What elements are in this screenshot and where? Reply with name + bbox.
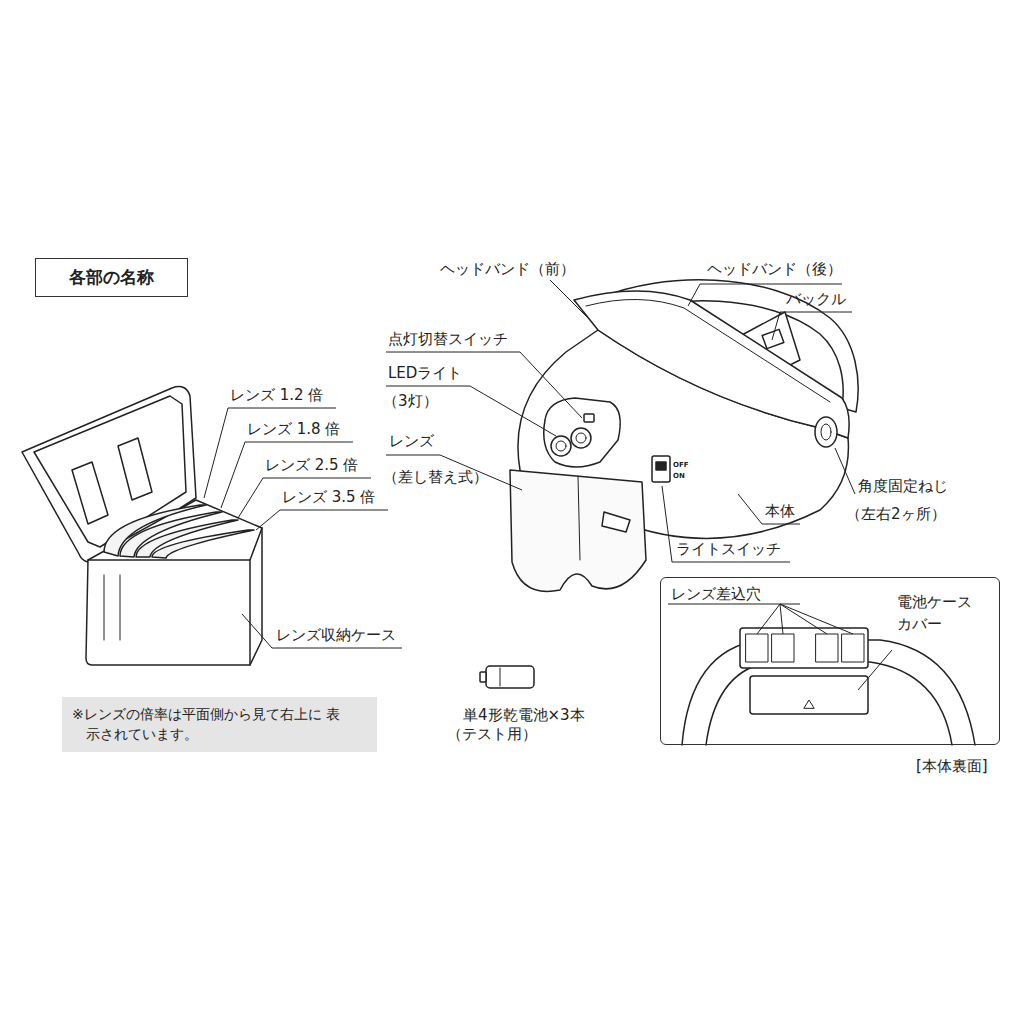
part-label: レンズ収納ケース: [276, 626, 396, 644]
head-magnifier: [510, 280, 858, 592]
part-label: レンズ 1.8 倍: [247, 420, 340, 438]
node-text: ※レンズの倍率は平面側から見て右上に 表示されています。: [72, 704, 348, 745]
part-label: LEDライト: [388, 364, 462, 382]
part-label: 角度固定ねじ: [858, 477, 948, 495]
node-text: [本体裏面]: [916, 756, 988, 778]
inset-panel: レンズ差込穴電池ケース カバー[本体裏面]: [660, 577, 1000, 745]
node-text: 各部の名称: [69, 265, 154, 290]
part-label: OFF: [673, 461, 689, 469]
part-label: バックル: [786, 290, 846, 308]
part-label: ライトスイッチ: [676, 540, 781, 558]
heading-box: 各部の名称: [35, 258, 188, 297]
part-label: （テスト用）: [447, 725, 537, 743]
part-label: （左右2ヶ所）: [846, 505, 946, 523]
lens-case: [22, 387, 262, 665]
part-label: 点灯切替スイッチ: [388, 330, 508, 348]
node-text: レンズ差込穴: [671, 584, 761, 606]
part-label: ヘッドバンド（前）: [440, 260, 575, 278]
note-box: ※レンズの倍率は平面側から見て右上に 表示されています。: [62, 697, 377, 752]
node-text: 電池ケース カバー: [897, 592, 981, 636]
part-label: 単4形乾電池×3本: [463, 706, 585, 724]
part-label: ヘッドバンド（後）: [707, 260, 842, 278]
part-label: ON: [673, 472, 685, 480]
leader-lines: [204, 280, 892, 690]
part-label: （3灯）: [383, 392, 438, 410]
part-label: 本体: [765, 502, 795, 520]
part-label: レンズ 2.5 倍: [265, 456, 358, 474]
part-label: レンズ 1.2 倍: [230, 386, 323, 404]
part-label: レンズ: [389, 432, 434, 450]
underside-view: [682, 628, 975, 745]
part-label: レンズ 3.5 倍: [282, 488, 375, 506]
part-label: （差し替え式）: [383, 468, 488, 486]
battery: [480, 666, 534, 688]
